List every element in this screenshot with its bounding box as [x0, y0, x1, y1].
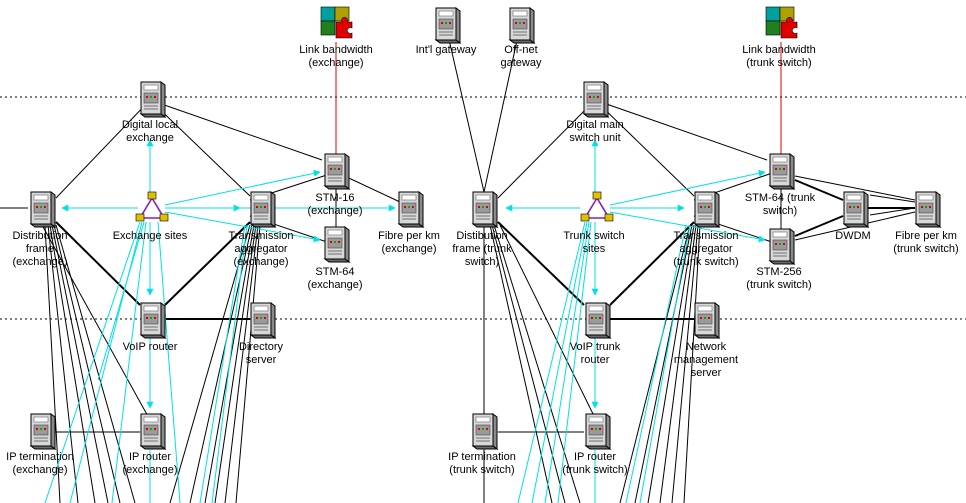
label-ipr-tr: IP router(trunk switch) — [562, 451, 628, 476]
label-stm64-ex: STM-64(exchange) — [307, 266, 363, 291]
label-fpk-tr: Fibre per km(trunk switch) — [893, 230, 959, 255]
dwdm-icon[interactable] — [843, 191, 869, 228]
label-lb-tr: Link bandwidth(trunk switch) — [742, 44, 816, 69]
dir-icon[interactable] — [250, 302, 276, 339]
offnet-gateway-icon[interactable] — [509, 7, 535, 44]
df-ex-icon[interactable] — [30, 191, 56, 228]
label-lb-ex: Link bandwidth(exchange) — [299, 44, 373, 69]
voip-icon[interactable] — [140, 302, 166, 339]
label-intl: Int'l gateway — [415, 44, 477, 56]
ta-ex-icon[interactable] — [250, 191, 276, 228]
fpk-ex-icon[interactable] — [398, 191, 424, 228]
red-links — [335, 42, 782, 155]
voip-tr-icon[interactable] — [585, 302, 611, 339]
lb-tr-icon[interactable] — [765, 6, 798, 39]
ipr-ex-icon[interactable] — [140, 413, 166, 450]
dle-icon[interactable] — [140, 81, 166, 118]
df-tr-icon[interactable] — [472, 191, 498, 228]
exchange-sites-icon[interactable] — [135, 191, 169, 222]
label-ipr-ex: IP router(exchange) — [122, 451, 178, 476]
trunk-sites-icon[interactable] — [580, 191, 614, 222]
cyan-links — [44, 139, 766, 503]
label-ipt-tr: IP termination(trunk switch) — [448, 451, 516, 476]
label-voip: VoIP router — [122, 341, 178, 353]
label-ipt-ex: IP termination(exchange) — [6, 451, 74, 476]
lb-ex-icon[interactable] — [320, 6, 353, 39]
stm64-ex-icon[interactable] — [324, 226, 350, 263]
ipr-tr-icon[interactable] — [585, 413, 611, 450]
label-es: Exchange sites — [112, 230, 188, 242]
fpk-tr-icon[interactable] — [915, 191, 941, 228]
label-dwdm: DWDM — [835, 230, 871, 242]
intl-gateway-icon[interactable] — [435, 7, 461, 44]
nms-icon[interactable] — [694, 302, 720, 339]
stm16-icon[interactable] — [324, 153, 350, 190]
ipt-ex-icon[interactable] — [30, 413, 56, 450]
label-fpk-ex: Fibre per km(exchange) — [378, 230, 440, 255]
stm256-icon[interactable] — [769, 228, 795, 265]
ipt-tr-icon[interactable] — [472, 413, 498, 450]
stm64-tr-icon[interactable] — [769, 153, 795, 190]
label-stm256: STM-256(trunk switch) — [746, 266, 812, 291]
thick-links — [55, 179, 915, 320]
label-stm16: STM-16(exchange) — [307, 192, 363, 217]
dmsu-icon[interactable] — [583, 81, 609, 118]
ta-tr-icon[interactable] — [694, 191, 720, 228]
